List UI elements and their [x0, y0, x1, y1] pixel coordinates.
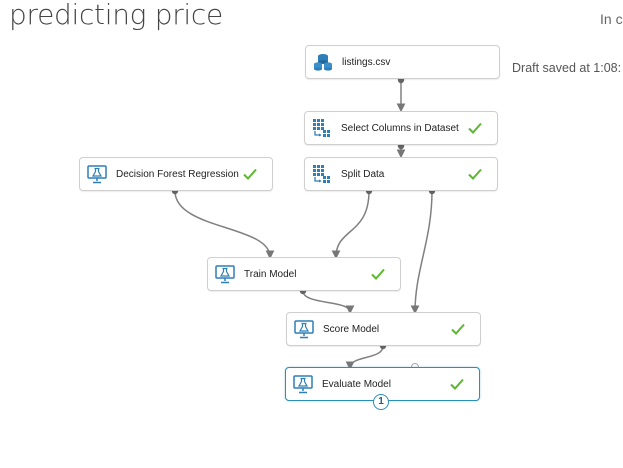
check-icon: [450, 378, 464, 390]
connector-split-to-score: [410, 190, 433, 315]
module-train-model[interactable]: Train Model: [207, 257, 401, 291]
module-label: Split Data: [341, 168, 385, 180]
experiment-title[interactable]: predicting price: [9, 0, 223, 31]
module-evaluate-model[interactable]: Evaluate Model: [285, 367, 480, 401]
module-select-columns[interactable]: Select Columns in Dataset: [304, 111, 498, 145]
module-split-data[interactable]: Split Data: [304, 157, 498, 191]
ml-model-icon: [293, 318, 315, 340]
connector-score-to-evaluate: [345, 345, 384, 371]
data-transform-icon: [311, 163, 333, 185]
output-port-badge[interactable]: 1: [373, 394, 389, 410]
check-icon: [468, 122, 482, 134]
ml-model-icon: [214, 263, 236, 285]
data-transform-icon: [311, 117, 333, 139]
module-score-model[interactable]: Score Model: [286, 312, 481, 346]
check-icon: [243, 168, 257, 180]
check-icon: [468, 168, 482, 180]
run-status-text: In c: [600, 11, 623, 27]
module-label: Decision Forest Regression: [116, 168, 239, 180]
connector-train-to-score: [302, 290, 355, 315]
dataset-icon: [312, 51, 334, 73]
connector-forest-to-train: [174, 190, 275, 260]
module-decision-forest-regression[interactable]: Decision Forest Regression: [79, 157, 273, 191]
check-icon: [451, 323, 465, 335]
module-listings-csv[interactable]: listings.csv: [305, 45, 500, 79]
check-icon: [371, 268, 385, 280]
draft-saved-status: Draft saved at 1:08:: [512, 61, 622, 75]
module-label: Select Columns in Dataset: [341, 122, 459, 134]
module-label: Score Model: [323, 323, 380, 335]
module-label: Evaluate Model: [322, 378, 391, 390]
ml-model-icon: [86, 163, 108, 185]
module-label: Train Model: [244, 268, 297, 280]
ml-model-icon: [292, 373, 314, 395]
connector-split-to-train: [331, 190, 370, 260]
module-label: listings.csv: [342, 56, 391, 68]
